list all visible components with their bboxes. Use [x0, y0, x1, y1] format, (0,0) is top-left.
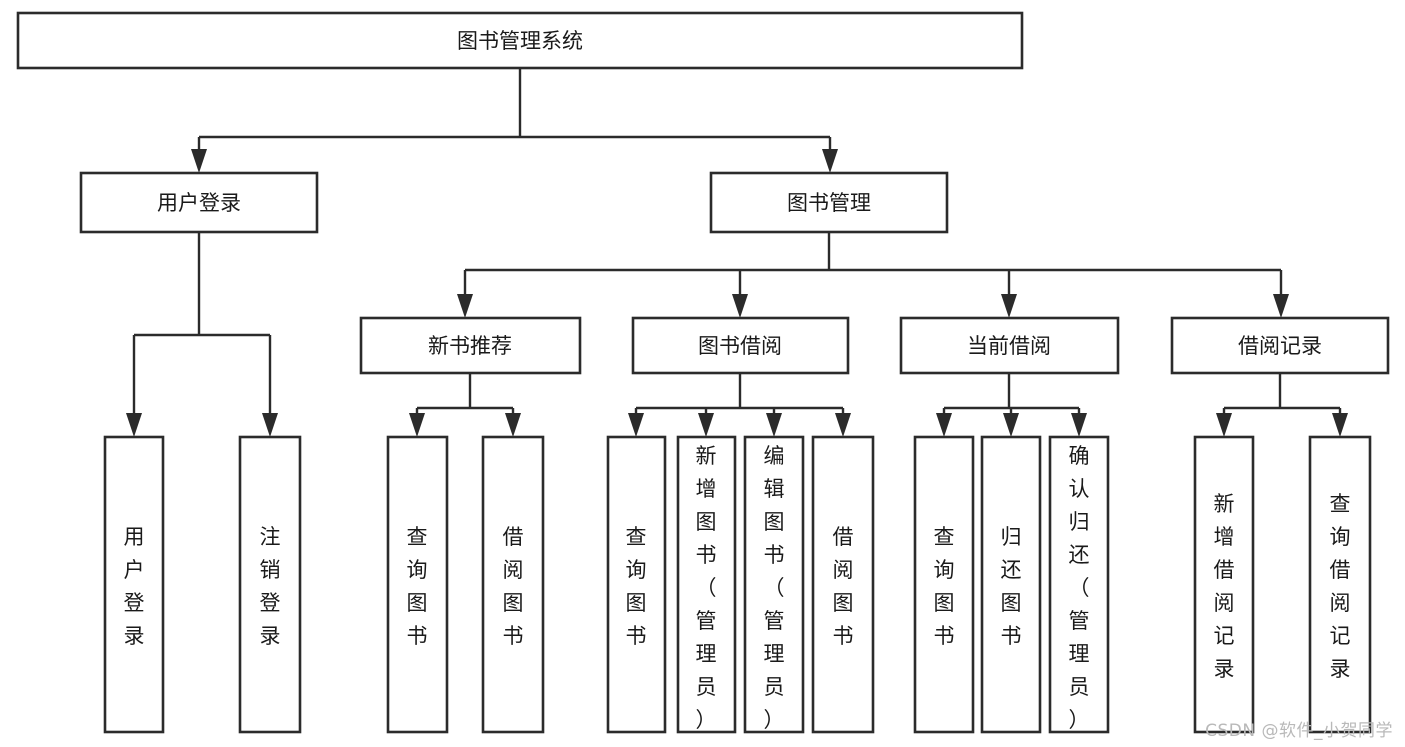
arrow-to-leaf-query-book-1 — [409, 413, 425, 437]
node-book-manage-label: 图书管理 — [787, 191, 871, 215]
node-borrow-record[interactable]: 借阅记录 — [1170, 316, 1390, 375]
leaf-add-book[interactable]: 新增图书（管理员） — [676, 435, 737, 734]
leaf-confirm-return-box[interactable] — [1048, 435, 1110, 734]
leaf-confirm-return-label: 确认归还（管理员） — [1069, 444, 1090, 732]
leaf-edit-book-box[interactable] — [743, 435, 805, 734]
connectors — [126, 68, 1348, 437]
arrow-to-current-borrow — [1001, 294, 1017, 318]
arrow-to-book-borrow — [732, 294, 748, 318]
leaf-logout-box[interactable] — [238, 435, 302, 734]
node-user-login-label: 用户登录 — [157, 191, 241, 215]
node-root-box[interactable] — [16, 11, 1024, 70]
leaf-query-book-2-box[interactable] — [606, 435, 667, 734]
leaf-query-record-box[interactable] — [1308, 435, 1372, 734]
node-borrow-record-label: 借阅记录 — [1238, 334, 1322, 358]
leaf-logout-label: 注销登录 — [260, 525, 281, 648]
leaf-borrow-book-1-label: 借阅图书 — [503, 525, 524, 648]
leaf-confirm-return[interactable]: 确认归还（管理员） — [1048, 435, 1110, 734]
arrow-to-leaf-edit-book — [766, 413, 782, 437]
leaf-add-book-label: 新增图书（管理员） — [696, 444, 717, 732]
leaf-borrow-book-2-label: 借阅图书 — [833, 525, 854, 648]
leaf-query-record-label: 查询借阅记录 — [1330, 492, 1351, 681]
leaf-borrow-book-1-box[interactable] — [481, 435, 545, 734]
edge-userlogin-bus — [132, 232, 272, 418]
arrow-to-leaf-return-book — [1003, 413, 1019, 437]
leaf-add-record-label: 新增借阅记录 — [1214, 492, 1235, 681]
arrow-to-new-book-rec — [457, 294, 473, 318]
edge-bookborrow-bus — [634, 373, 845, 418]
node-borrow-record-box[interactable] — [1170, 316, 1390, 375]
arrow-to-leaf-query-record — [1332, 413, 1348, 437]
node-current-borrow-label: 当前借阅 — [967, 334, 1051, 358]
leaf-user-login-box[interactable] — [103, 435, 165, 734]
leaf-user-login-label: 用户登录 — [124, 525, 145, 648]
leaf-query-book-3[interactable]: 查询图书 — [913, 435, 975, 734]
node-new-book-recommend-box[interactable] — [359, 316, 582, 375]
arrow-to-leaf-borrow-book-2 — [835, 413, 851, 437]
leaf-add-record[interactable]: 新增借阅记录 — [1193, 435, 1255, 734]
leaf-query-book-1-label: 查询图书 — [407, 525, 428, 648]
arrow-to-leaf-borrow-book-1 — [505, 413, 521, 437]
edge-borrowrecord-bus — [1222, 373, 1342, 418]
node-book-manage-box[interactable] — [709, 171, 949, 234]
arrow-to-leaf-confirm-return — [1071, 413, 1087, 437]
arrow-to-leaf-query-book-2 — [628, 413, 644, 437]
arrow-to-leaf-add-record — [1216, 413, 1232, 437]
arrow-to-leaf-user-login — [126, 413, 142, 437]
edge-root-bus — [197, 68, 832, 153]
leaf-query-book-3-box[interactable] — [913, 435, 975, 734]
arrow-to-leaf-add-book — [698, 413, 714, 437]
leaf-query-book-3-label: 查询图书 — [934, 525, 955, 648]
edge-bookmanage-bus — [463, 232, 1283, 298]
arrow-to-book-manage — [822, 149, 838, 173]
leaf-user-login[interactable]: 用户登录 — [103, 435, 165, 734]
node-root-label: 图书管理系统 — [457, 29, 583, 53]
leaf-borrow-book-1[interactable]: 借阅图书 — [481, 435, 545, 734]
leaf-edit-book-label: 编辑图书（管理员） — [764, 444, 785, 732]
node-book-borrow-box[interactable] — [631, 316, 850, 375]
node-book-borrow-label: 图书借阅 — [698, 334, 782, 358]
node-user-login[interactable]: 用户登录 — [79, 171, 319, 234]
node-current-borrow-box[interactable] — [899, 316, 1120, 375]
leaf-query-book-2-label: 查询图书 — [626, 525, 647, 648]
arrow-to-leaf-logout — [262, 413, 278, 437]
arrow-to-leaf-query-book-3 — [936, 413, 952, 437]
node-new-book-recommend[interactable]: 新书推荐 — [359, 316, 582, 375]
leaf-return-book[interactable]: 归还图书 — [980, 435, 1042, 734]
node-book-borrow[interactable]: 图书借阅 — [631, 316, 850, 375]
arrow-to-user-login — [191, 149, 207, 173]
leaf-add-record-box[interactable] — [1193, 435, 1255, 734]
leaf-return-book-label: 归还图书 — [1001, 525, 1022, 648]
leaf-nodes: 用户登录 注销登录 查询图书 借阅图书 查询图书 新增图书（管理员） 编辑图书（… — [103, 435, 1372, 734]
leaf-query-book-2[interactable]: 查询图书 — [606, 435, 667, 734]
node-user-login-box[interactable] — [79, 171, 319, 234]
leaf-return-book-box[interactable] — [980, 435, 1042, 734]
leaf-add-book-box[interactable] — [676, 435, 737, 734]
leaf-logout[interactable]: 注销登录 — [238, 435, 302, 734]
leaf-edit-book[interactable]: 编辑图书（管理员） — [743, 435, 805, 734]
leaf-query-book-1-box[interactable] — [386, 435, 449, 734]
node-new-book-recommend-label: 新书推荐 — [428, 334, 512, 358]
edge-currentborrow-bus — [942, 373, 1081, 418]
edge-newbook-bus — [415, 373, 515, 418]
node-book-manage[interactable]: 图书管理 — [709, 171, 949, 234]
leaf-borrow-book-2-box[interactable] — [811, 435, 875, 734]
arrow-to-borrow-record — [1273, 294, 1289, 318]
leaf-borrow-book-2[interactable]: 借阅图书 — [811, 435, 875, 734]
node-current-borrow[interactable]: 当前借阅 — [899, 316, 1120, 375]
leaf-query-record[interactable]: 查询借阅记录 — [1308, 435, 1372, 734]
node-root[interactable]: 图书管理系统 — [16, 11, 1024, 70]
leaf-query-book-1[interactable]: 查询图书 — [386, 435, 449, 734]
